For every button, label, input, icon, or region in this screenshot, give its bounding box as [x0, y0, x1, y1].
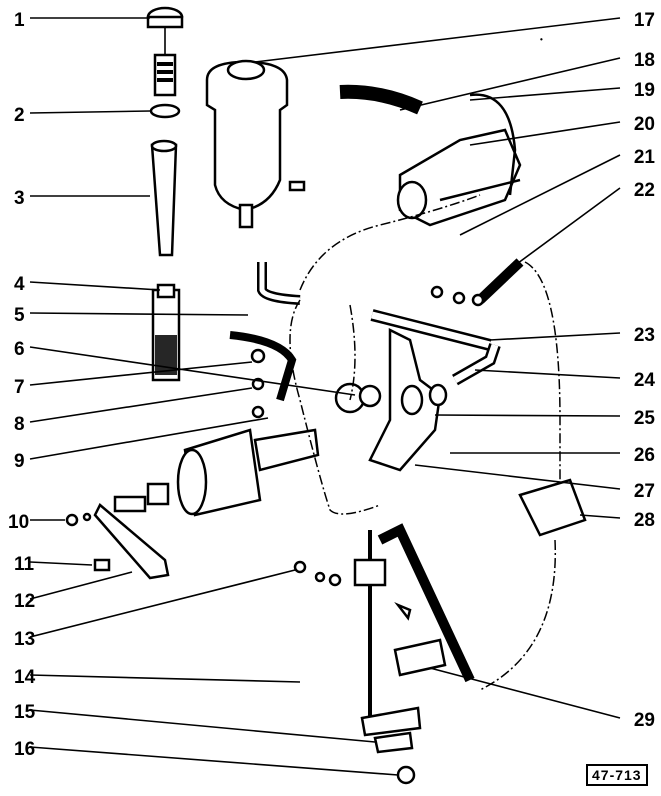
leader-line-25	[434, 414, 621, 417]
leader-line-7	[29, 361, 253, 386]
svg-text:•: •	[540, 35, 543, 44]
callout-5: 5	[14, 305, 25, 326]
callout-26: 26	[634, 445, 655, 466]
callout-22: 22	[634, 180, 655, 201]
callout-13: 13	[14, 629, 35, 650]
callout-1: 1	[14, 10, 25, 31]
callout-14: 14	[14, 667, 36, 688]
callout-18: 18	[634, 50, 655, 71]
parts-drawing: •	[65, 6, 587, 785]
callout-16: 16	[14, 739, 35, 760]
leader-line-22	[494, 187, 621, 281]
leader-line-15	[29, 709, 376, 743]
sealing-ring	[149, 103, 181, 119]
callout-11: 11	[14, 554, 35, 575]
leader-line-12	[29, 571, 133, 600]
callout-12: 12	[14, 591, 35, 612]
leader-line-29	[429, 667, 621, 719]
reservoir-cap	[146, 6, 184, 97]
leader-line-16	[29, 746, 399, 776]
leader-line-18	[399, 57, 621, 111]
damper	[113, 428, 320, 517]
callout-7: 7	[14, 377, 25, 398]
callout-23: 23	[634, 325, 655, 346]
callout-25: 25	[634, 408, 656, 429]
callout-10: 10	[8, 512, 29, 533]
leader-line-19	[469, 87, 621, 101]
leader-line-28	[579, 514, 621, 519]
leader-line-17	[254, 17, 621, 63]
callout-9: 9	[14, 451, 25, 472]
leader-line-21	[459, 154, 621, 236]
leader-line-4	[29, 281, 161, 291]
callout-20: 20	[634, 114, 655, 135]
callout-24: 24	[634, 370, 656, 391]
callout-19: 19	[634, 80, 655, 101]
callout-8: 8	[14, 414, 25, 435]
callout-27: 27	[634, 481, 655, 502]
leader-line-27	[414, 464, 621, 490]
callout-6: 6	[14, 339, 25, 360]
leader-line-6	[29, 346, 356, 396]
leader-line-23	[489, 332, 621, 341]
leader-line-13	[29, 569, 296, 638]
callout-21: 21	[634, 147, 656, 168]
callout-17: 17	[634, 10, 655, 31]
leader-line-20	[469, 121, 621, 146]
leader-line-11	[29, 561, 93, 566]
callout-15: 15	[14, 702, 36, 723]
leader-line-24	[474, 369, 621, 379]
callout-labels: 1234567891011121314151617181920212223242…	[8, 10, 656, 776]
mounting-bracket	[93, 503, 170, 580]
leader-line-8	[29, 387, 253, 423]
callout-2: 2	[14, 105, 25, 126]
fluid-reservoir	[205, 59, 306, 229]
filter-tube	[150, 143, 178, 257]
callout-4: 4	[14, 274, 25, 295]
leader-line-9	[29, 417, 269, 460]
reference-code: 47-713	[586, 764, 648, 786]
leader-line-5	[29, 312, 249, 316]
callout-28: 28	[634, 510, 655, 531]
callout-29: 29	[634, 710, 655, 731]
leader-line-2	[29, 110, 151, 114]
steering-pump	[339, 84, 522, 227]
leader-line-14	[29, 674, 301, 683]
callout-3: 3	[14, 188, 25, 209]
